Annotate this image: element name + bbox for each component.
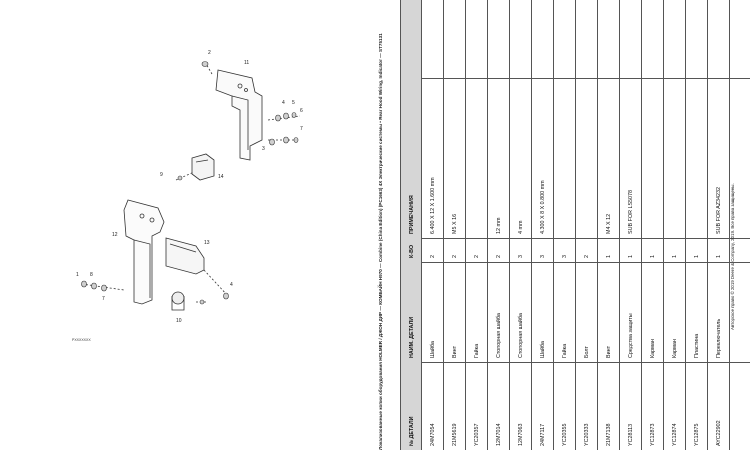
table-cell: YC20333 [584,423,590,446]
table-cell: 12M7014 [496,423,502,446]
copyright-block: Авторское право © 2019 Deere & Company, … [730,0,740,450]
table-row: 12M7063 Стопорная шайба 3 4 mm [510,0,532,450]
table-cell [554,78,575,238]
table-cell: Средства защиты [628,313,634,358]
table-cell: Карман [672,339,678,358]
table-cell: SUB FOR AZ34232 [716,186,722,234]
table-cell: 12M7063 [518,423,524,446]
table-row: 24M7117 Шайба 3 4.300 X 8 X 0.800 mm [532,0,554,450]
table-cell: Карман [650,339,656,358]
table-cell: Гайка [474,343,480,358]
callout-4b: 4 [230,282,233,288]
table-cell: Винт [452,345,458,358]
table-cell: YC20357 [474,423,480,446]
callout-13: 13 [204,240,210,246]
callout-7: 7 [300,126,303,132]
table-cell: 24M7054 [430,423,436,446]
callout-6: 6 [300,108,303,114]
table-cell: 3 [518,255,524,258]
table-cell: 2 [496,255,502,258]
table-cell: Болт [584,345,590,358]
table-row: YC20357 Гайка 2 [466,0,488,450]
table-header-row: № ДЕТАЛИ НАИМ. ДЕТАЛИ К-ВО ПРИМЕЧАНИЯ [400,0,422,450]
callout-11: 11 [244,60,249,66]
table-row: YC12874 Карман 1 [664,0,686,450]
callout-10: 10 [176,318,182,324]
table-cell: 24M7117 [540,423,546,446]
table-cell: YC12873 [650,423,656,446]
table-cell [686,78,707,238]
table-cell: 2 [584,255,590,258]
table-cell [642,78,663,238]
table-cell: M5 X 16 [452,213,458,234]
table-row: 24M7054 Шайба 2 6.400 X 12 X 1.600 mm [422,0,444,450]
callout-12: 12 [112,232,118,238]
callout-2: 2 [208,50,211,56]
table-row: AYC22902 Переключатель 1 SUB FOR AZ34232 [708,0,730,450]
table-cell [576,78,597,238]
table-cell: YC12874 [672,423,678,446]
table-cell: M4 X 12 [606,213,612,234]
table-cell: 12 mm [496,217,502,234]
table-cell: 1 [672,255,678,258]
document-header: Локализованные копии оборудования HOLMER… [378,0,388,450]
table-cell: Стопорная шайба [518,313,524,358]
table-cell: 1 [716,255,722,258]
table-cell: 21M5619 [452,423,458,446]
table-cell: AYC22902 [716,420,722,446]
table-cell: Гайка [562,343,568,358]
table-header-cell: ПРИМЕЧАНИЯ [409,195,415,234]
table-cell: 6.400 X 12 X 1.600 mm [430,177,436,234]
callout-8: 8 [90,272,93,278]
table-cell: Винт [606,345,612,358]
table-cell: YC20355 [562,423,568,446]
callout-7b: 7 [102,296,105,302]
table-cell: 1 [628,255,634,258]
callout-14: 14 [218,174,224,180]
table-cell: YC12875 [694,423,700,446]
table-cell: 1 [694,255,700,258]
table-cell: Переключатель [716,318,722,358]
table-cell: 3 [540,255,546,258]
table-cell: YC28113 [628,423,634,446]
table-cell: 1 [606,255,612,258]
table-cell: 2 [474,255,480,258]
table-cell [466,78,487,238]
exploded-parts-diagram: 2 11 4 5 6 7 3 9 14 12 13 1 8 7 10 4 [76,50,303,324]
callout-4: 4 [282,100,285,106]
parts-table: № ДЕТАЛИ НАИМ. ДЕТАЛИ К-ВО ПРИМЕЧАНИЯ 24M705… [400,0,750,450]
table-cell: 3 [562,255,568,258]
table-header-cell: К-ВО [409,244,415,258]
table-cell: SUB FOR LS5078 [628,189,634,234]
table-cell: 2 [452,255,458,258]
table-header-cell: № ДЕТАЛИ [409,416,415,446]
table-cell: Пластина [694,333,700,358]
table-cell: Шайба [430,341,436,358]
table-row: 21M7138 Винт 1 M4 X 12 [598,0,620,450]
header-text: Локализованные копии оборудования HOLMER… [378,33,383,450]
table-cell: 1 [650,255,656,258]
copyright-text: Авторское право © 2019 Deere & Company, … [730,183,735,330]
table-row: YC12873 Карман 1 [642,0,664,450]
callout-5: 5 [292,100,295,106]
callout-9: 9 [160,172,163,178]
callout-3: 3 [262,146,265,152]
table-cell: Шайба [540,341,546,358]
table-row: YC20333 Болт 2 [576,0,598,450]
table-row: 21M5619 Винт 2 M5 X 16 [444,0,466,450]
table-row: YC28113 Средства защиты 1 SUB FOR LS5078 [620,0,642,450]
table-cell: Стопорная шайба [496,313,502,358]
callout-1: 1 [76,272,79,278]
table-row: 12M7014 Стопорная шайба 2 12 mm [488,0,510,450]
table-cell: 2 [430,255,436,258]
table-header-cell: НАИМ. ДЕТАЛИ [409,316,415,358]
table-row: YC20355 Гайка 3 [554,0,576,450]
table-cell: 21M7138 [606,423,612,446]
table-cell: 4.300 X 8 X 0.800 mm [540,180,546,234]
figure-code: PXXXXXXX [72,338,91,342]
table-row: YC12875 Пластина 1 [686,0,708,450]
table-cell [664,78,685,238]
table-cell: 4 mm [518,220,524,234]
